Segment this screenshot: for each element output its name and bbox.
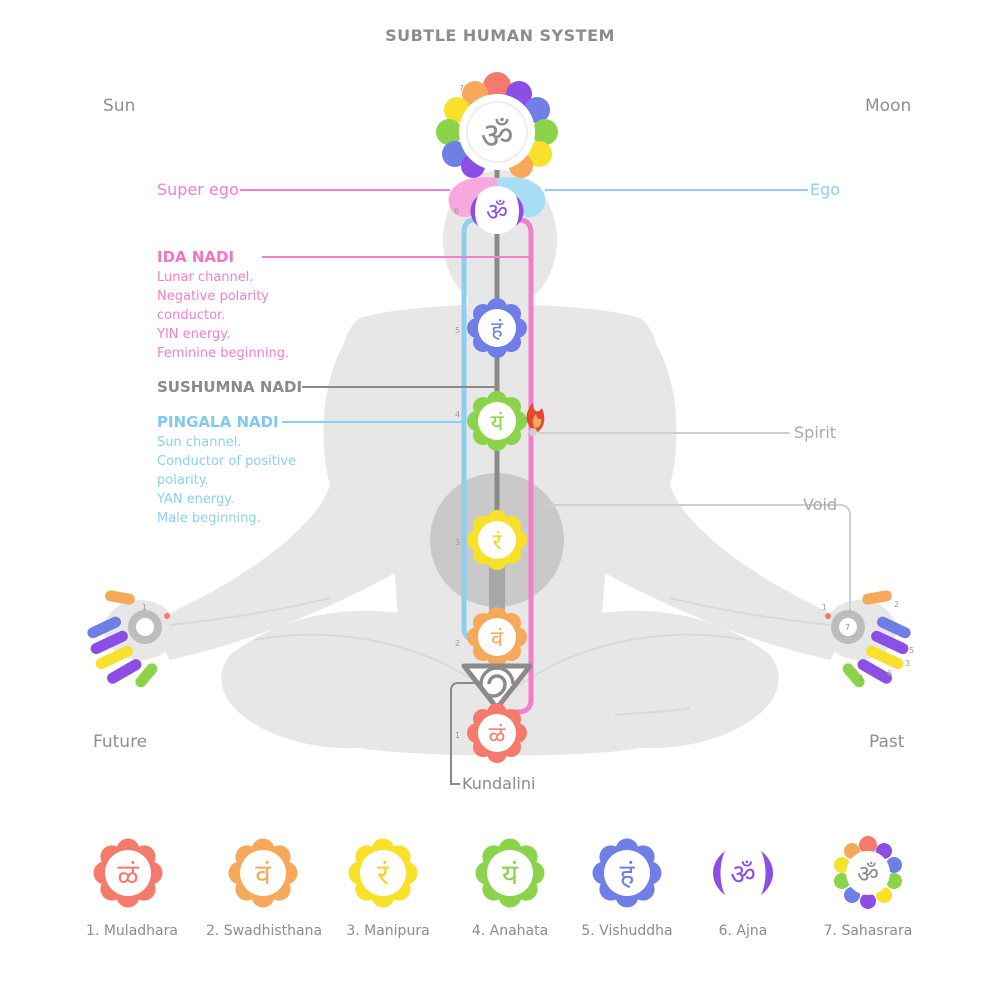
pingala-nadi-line: YAN energy. <box>157 492 235 507</box>
ida-nadi-line: Negative polarity <box>157 289 270 304</box>
legend-glyph-3: रं <box>377 858 389 891</box>
svg-text:5: 5 <box>909 646 914 655</box>
chakra-number-7: 7 <box>459 84 464 93</box>
legend-label-vishuddha: 5. Vishuddha <box>581 923 673 939</box>
ajna-glyph: ॐ <box>486 198 508 226</box>
super-ego-arc <box>448 177 497 218</box>
ida-nadi-line: Feminine beginning. <box>157 346 290 361</box>
sahasrara-om-glyph: ॐ <box>481 116 514 157</box>
ida-nadi-heading: IDA NADI <box>157 248 235 266</box>
lotus-icon <box>834 836 902 909</box>
kundalini-leader <box>450 682 482 785</box>
ajna-chakra <box>470 186 524 234</box>
manipura-glyph: रं <box>493 530 503 555</box>
legend-glyph-2: वं <box>255 858 271 891</box>
leader-lines <box>240 189 851 785</box>
void-leader <box>545 504 851 612</box>
ida-nadi-line: Lunar channel. <box>157 270 254 285</box>
swadhisthana-chakra <box>467 607 527 667</box>
svg-text:2: 2 <box>894 600 899 609</box>
left-hand-number: 1 <box>142 603 147 612</box>
svg-text:7: 7 <box>845 623 850 632</box>
pingala-nadi-line: Male beginning. <box>157 511 261 526</box>
legend-anahata-icon <box>475 838 545 908</box>
past-label: Past <box>869 732 905 752</box>
pingala-nadi-line: Sun channel. <box>157 435 242 450</box>
svg-text:4: 4 <box>858 674 863 683</box>
svg-text:1: 1 <box>822 603 827 612</box>
legend-label-swadhisthana: 2. Swadhisthana <box>205 923 323 939</box>
swadhisthana-glyph: वं <box>491 627 504 652</box>
vishuddha-chakra <box>467 298 527 358</box>
chakra-number-5: 5 <box>455 326 460 335</box>
vishuddha-glyph: हं <box>491 318 503 343</box>
muladhara-chakra <box>467 703 527 763</box>
right-hand-chakras <box>825 590 911 688</box>
legend-label-manipura: 3. Manipura <box>346 923 430 939</box>
legend-glyph-1: ळं <box>117 858 139 891</box>
svg-text:6: 6 <box>887 669 892 678</box>
pingala-nadi-line: Conductor of positive <box>157 454 297 469</box>
sun-label: Sun <box>103 96 136 116</box>
legend-vishuddha-icon <box>592 838 662 908</box>
sahasrara-lotus <box>436 72 558 178</box>
muladhara-glyph: ळं <box>489 723 507 748</box>
legend-manipura-icon <box>348 838 418 908</box>
svg-text:3: 3 <box>905 659 910 668</box>
leg-detail-lines <box>169 597 831 716</box>
legend-label-muladhara: 1. Muladhara <box>86 923 178 939</box>
spirit-label: Spirit <box>794 423 837 442</box>
ego-arc <box>497 177 546 218</box>
legend-glyph-6: ॐ <box>730 858 756 891</box>
moon-label: Moon <box>865 96 912 116</box>
left-hand-chakras <box>87 590 170 688</box>
manipura-chakra <box>467 510 527 570</box>
chakra-number-4: 4 <box>455 410 460 419</box>
super-ego-label: Super ego <box>157 180 239 199</box>
legend-ajna-icon <box>713 851 773 895</box>
chakra-number-2: 2 <box>455 639 460 648</box>
pingala-nadi-heading: PINGALA NADI <box>157 413 279 431</box>
anahata-chakra <box>467 391 527 451</box>
ego-label: Ego <box>810 180 841 199</box>
kundalini-label: Kundalini <box>462 774 536 793</box>
void-label: Void <box>803 495 838 514</box>
anahata-glyph: यं <box>491 411 505 436</box>
legend-glyph-4: यं <box>502 858 519 891</box>
pingala-nadi-line: polarity. <box>157 473 209 488</box>
legend-label-ajna: 6. Ajna <box>718 923 768 939</box>
ida-channel <box>498 217 534 715</box>
future-label: Future <box>93 732 148 752</box>
chakra-number-1: 1 <box>455 731 460 740</box>
sushumna-nadi-heading: SUSHUMNA NADI <box>157 378 303 396</box>
ida-nadi-line: YIN energy. <box>157 327 231 342</box>
flame-icon <box>526 403 545 436</box>
chakra-number-3: 3 <box>455 538 460 547</box>
legend-swadhisthana-icon <box>228 838 298 908</box>
legend-glyph-5: हं <box>620 858 636 891</box>
page-title: SUBTLE HUMAN SYSTEM <box>385 26 615 45</box>
chakra-number-6: 6 <box>454 207 459 216</box>
legend-label-anahata: 4. Anahata <box>471 923 549 939</box>
ida-nadi-line: conductor. <box>157 308 226 323</box>
legend-glyph-7: ॐ <box>857 860 879 888</box>
right-hand-numbers: 1 2 3 4 5 6 7 <box>822 600 914 683</box>
spiral-triangle-icon <box>461 663 533 711</box>
legend-label-sahasrara: 7. Sahasrara <box>823 923 913 939</box>
legend-muladhara-icon <box>93 838 163 908</box>
